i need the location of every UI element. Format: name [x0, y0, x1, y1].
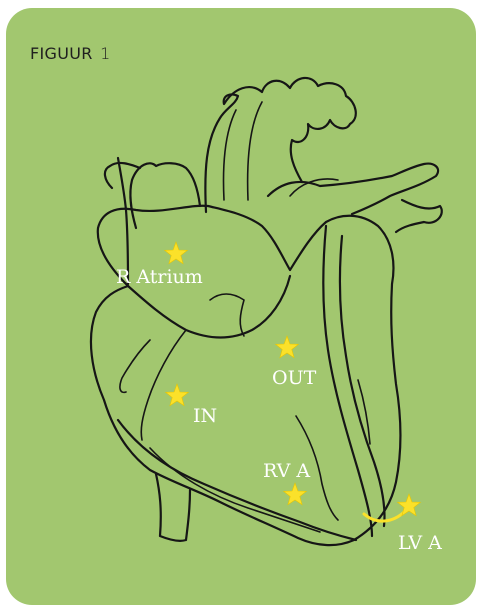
superior-vena-cava	[130, 163, 200, 228]
coronary-branch-2	[120, 340, 150, 392]
coronary-branch-1	[141, 330, 186, 440]
label-in: IN	[193, 405, 217, 427]
inferior-vena-cava	[156, 474, 190, 541]
label-out: OUT	[272, 367, 317, 389]
heart-outline	[91, 206, 401, 545]
star-marker-in	[166, 384, 189, 406]
star-marker-lv-a	[398, 494, 421, 516]
star-marker-out	[276, 336, 299, 358]
pulmonary-artery	[268, 164, 438, 214]
star-marker-r-atrium	[165, 242, 188, 264]
interventricular-septum	[323, 226, 372, 536]
pulmonary-vein	[396, 200, 442, 232]
aorta-inner-line	[224, 110, 237, 200]
aortic-arch	[205, 78, 355, 212]
posterior-descending	[118, 420, 356, 540]
label-lv-a: LV A	[398, 532, 442, 554]
coronary-branch-3	[210, 294, 244, 336]
label-rv-a: RV A	[263, 460, 310, 482]
label-r-atrium: R Atrium	[116, 266, 203, 288]
star-marker-rv-a	[284, 483, 307, 505]
aorta-inner-line-2	[248, 102, 262, 200]
